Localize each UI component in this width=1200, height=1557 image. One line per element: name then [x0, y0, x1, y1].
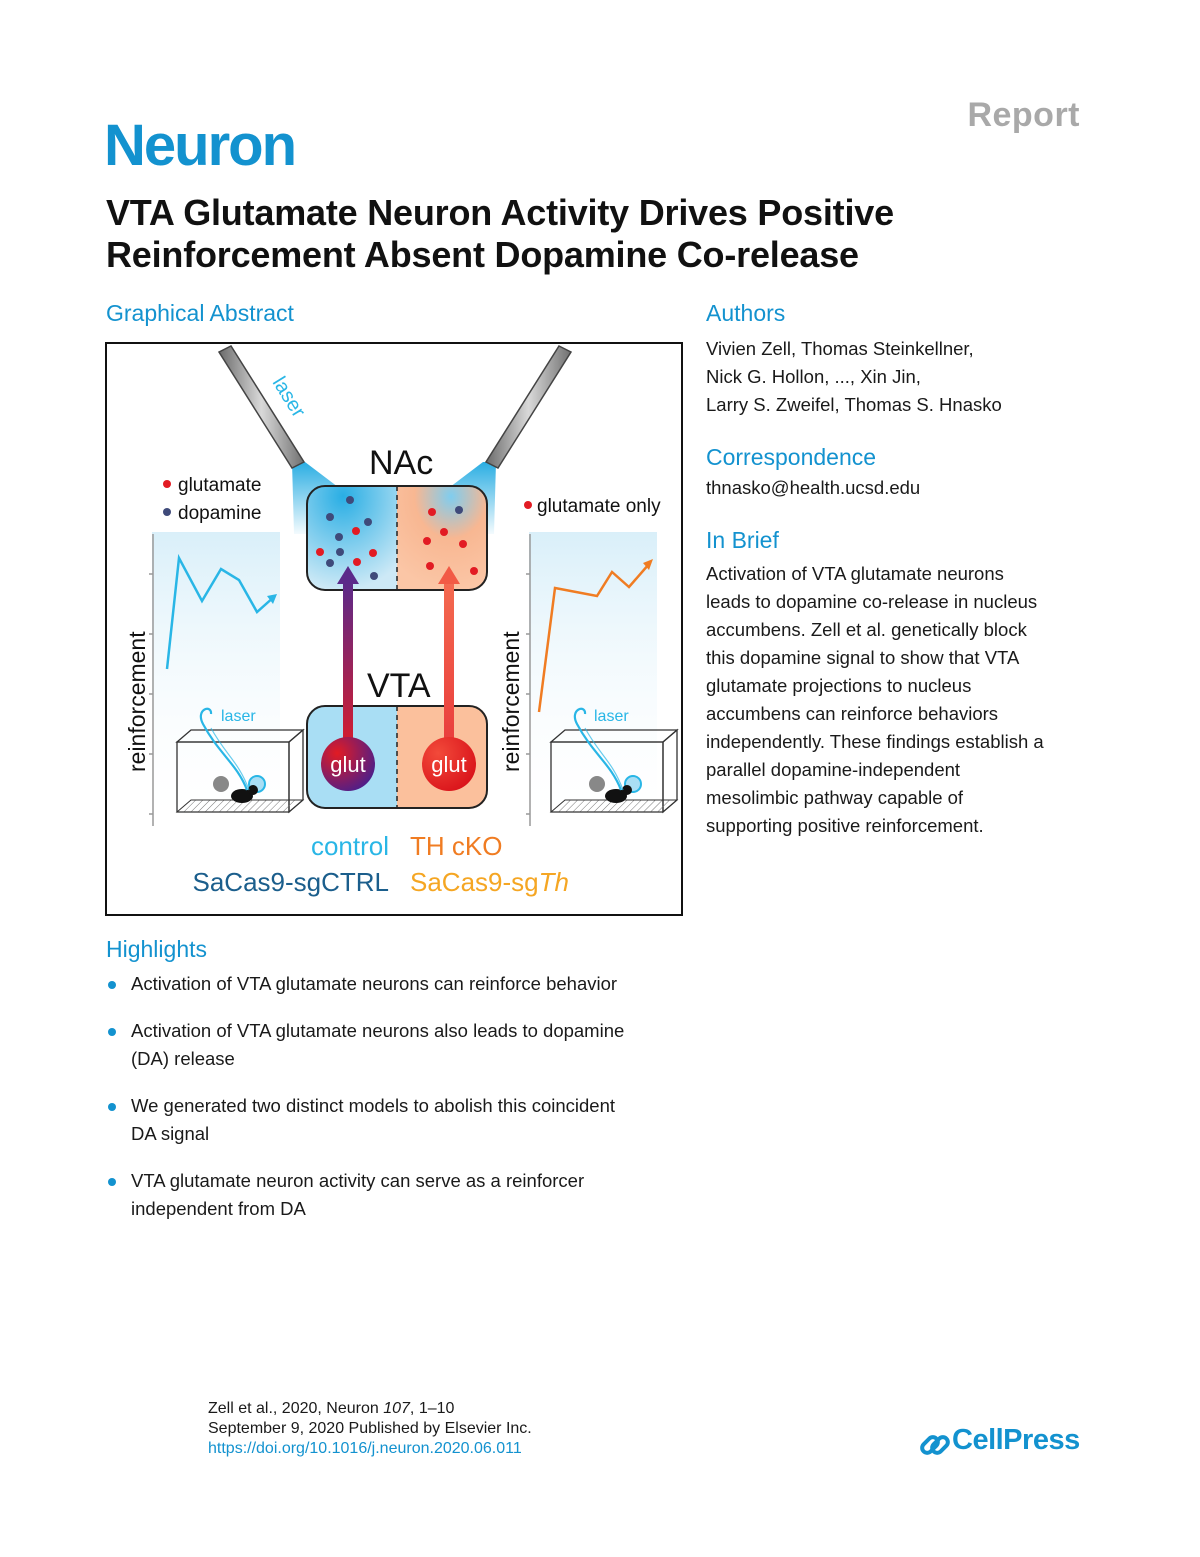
cko-cage-laser-label: laser	[594, 708, 629, 725]
authors-list: Vivien Zell, Thomas Steinkellner, Nick G…	[706, 338, 1002, 415]
in-brief-text: Activation of VTA glutamate neurons lead…	[706, 563, 1044, 836]
control-group-label: control	[311, 831, 389, 861]
article-title: VTA Glutamate Neuron Activity Drives Pos…	[106, 192, 1086, 276]
in-brief-heading: In Brief	[706, 527, 779, 553]
graphical-abstract-heading: Graphical Abstract	[106, 300, 294, 326]
cellpress-link-icon	[920, 1434, 950, 1455]
list-item: Activation of VTA glutamate neurons also…	[106, 1017, 696, 1073]
published-line: September 9, 2020 Published by Elsevier …	[208, 1420, 532, 1437]
control-projection-arrow	[337, 566, 359, 764]
vta-label: VTA	[367, 667, 431, 705]
bullet-icon	[108, 1178, 116, 1186]
nac-region	[306, 485, 488, 591]
cko-construct-label: SaCas9-sgTh	[410, 867, 569, 897]
cko-reinforcement-axis-label: reinforcement	[498, 631, 524, 772]
title-line-2: Reinforcement Absent Dopamine Co-release	[106, 234, 859, 275]
list-item: VTA glutamate neuron activity can serve …	[106, 1167, 696, 1223]
title-line-1: VTA Glutamate Neuron Activity Drives Pos…	[106, 192, 894, 233]
control-glut-label: glut	[330, 752, 365, 777]
optic-fiber-left-icon	[217, 345, 306, 469]
graphical-abstract-figure: laser NAc	[105, 342, 683, 916]
legend-dopamine-dot	[163, 508, 171, 516]
bullet-icon	[108, 1028, 116, 1036]
correspondence-heading: Correspondence	[706, 444, 877, 470]
authors-heading: Authors	[706, 300, 786, 326]
correspondence-email[interactable]: thnasko@health.ucsd.edu	[706, 477, 921, 498]
cko-construct-prefix: SaCas9-sg	[410, 867, 539, 897]
cko-transmitter-dots	[423, 506, 478, 575]
graphical-abstract-svg: laser NAc	[124, 345, 679, 897]
cko-construct-gene: Th	[539, 867, 569, 897]
control-reinforcement-axis-label: reinforcement	[124, 631, 150, 772]
control-construct-label: SaCas9-sgCTRL	[192, 867, 389, 897]
cko-cage-icon	[549, 707, 679, 814]
legend-glutamate-only-dot	[524, 501, 532, 509]
bullet-icon	[108, 1103, 116, 1111]
citation-footer: Zell et al., 2020, Neuron 107, 1–10 Sept…	[208, 1399, 532, 1459]
legend-glutamate-dot	[163, 480, 171, 488]
cko-projection-arrow	[438, 566, 460, 764]
bullet-icon	[108, 981, 116, 989]
legend-dopamine: dopamine	[178, 503, 261, 524]
highlights-list: Activation of VTA glutamate neurons can …	[106, 970, 696, 1242]
cko-group-label: TH cKO	[410, 831, 502, 861]
list-item: Activation of VTA glutamate neurons can …	[106, 970, 696, 998]
control-transmitter-dots	[316, 496, 378, 580]
cko-glut-label: glut	[431, 752, 466, 777]
legend-glutamate-only: glutamate only	[537, 496, 661, 517]
nac-label: NAc	[369, 444, 433, 482]
optic-fiber-right-icon	[484, 345, 573, 469]
article-type-label: Report	[967, 96, 1080, 134]
doi-link[interactable]: https://doi.org/10.1016/j.neuron.2020.06…	[208, 1440, 522, 1457]
cko-glut-neuron	[422, 737, 476, 791]
control-cage-icon	[175, 707, 305, 814]
citation-line: Zell et al., 2020, Neuron 107, 1–10	[208, 1400, 455, 1417]
cellpress-logo: CellPress	[918, 1424, 1080, 1464]
legend-glutamate: glutamate	[178, 475, 261, 496]
list-item: We generated two distinct models to abol…	[106, 1092, 696, 1148]
control-cage-laser-label: laser	[221, 708, 256, 725]
control-glut-neuron	[321, 737, 375, 791]
cellpress-wordmark: CellPress	[952, 1424, 1080, 1456]
highlights-heading: Highlights	[106, 936, 207, 962]
journal-logo: Neuron	[104, 113, 297, 178]
